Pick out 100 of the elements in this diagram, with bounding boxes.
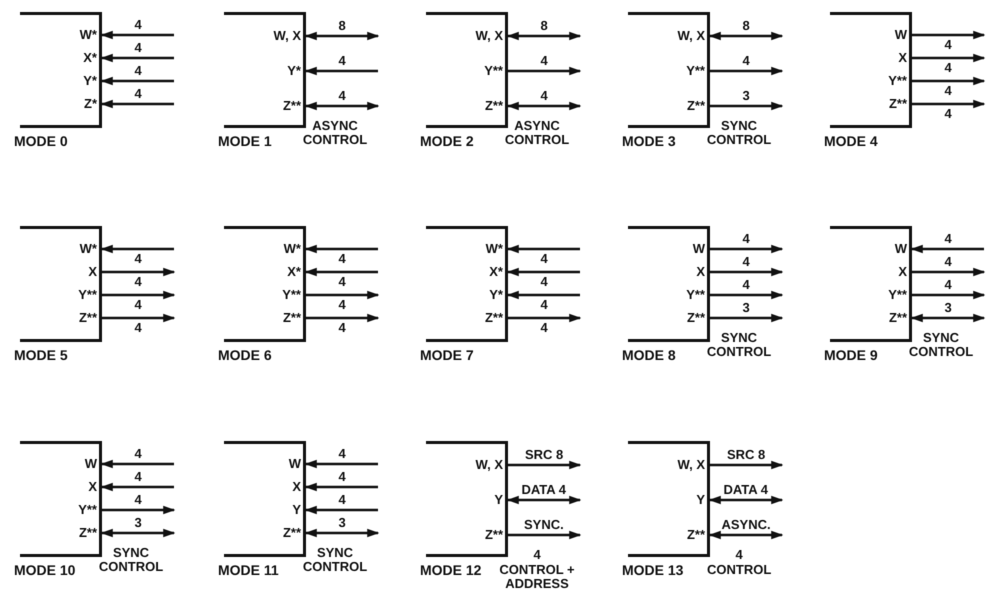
edge-label: 8 <box>540 19 548 33</box>
edge-label: 4 <box>540 275 548 289</box>
arrow <box>100 460 174 468</box>
edge-label: 4 <box>338 89 346 103</box>
port-label: Y <box>696 493 705 507</box>
port-label: X <box>88 480 97 494</box>
arrow <box>100 30 174 40</box>
edge-label: DATA 4 <box>724 483 768 497</box>
mode-label: MODE 0 <box>14 133 68 149</box>
arrow <box>306 314 380 322</box>
note-text: SYNC CONTROL <box>706 119 772 147</box>
edge-label: 4 <box>742 278 750 292</box>
port-label: Z** <box>78 526 97 540</box>
edge-label: 4 <box>134 321 142 335</box>
arrow <box>100 100 174 108</box>
mode-label: MODE 6 <box>218 347 272 363</box>
edge-label: 4 <box>944 61 952 75</box>
double-arrow <box>100 528 176 538</box>
edge-label: 3 <box>742 301 750 315</box>
edge-label: 4 <box>338 298 346 312</box>
note-text: ASYNC CONTROL <box>302 119 368 147</box>
edge-label: 4 <box>338 321 346 335</box>
edge-label: 3 <box>944 301 952 315</box>
edge-label: 4 <box>944 232 952 246</box>
arrow <box>710 244 784 254</box>
port-label: Z** <box>686 528 705 542</box>
port-label: W* <box>486 242 503 256</box>
edge-label: 4 <box>742 54 750 68</box>
arrow <box>304 460 378 468</box>
edge-label: 4 <box>540 252 548 266</box>
double-arrow <box>506 496 582 504</box>
edge-label: 4 <box>742 232 750 246</box>
arrow <box>100 482 174 492</box>
port-label: Y <box>292 503 301 517</box>
arrow <box>100 54 174 62</box>
port-label: Z** <box>484 528 503 542</box>
edge-label: 4 <box>134 64 142 78</box>
mode-label: MODE 5 <box>14 347 68 363</box>
arrow <box>912 54 986 62</box>
port-label: W* <box>284 242 301 256</box>
double-arrow <box>304 32 380 40</box>
edge-label: 4 <box>134 298 142 312</box>
port-label: X* <box>489 265 503 279</box>
edge-label: 4 <box>944 278 952 292</box>
arrow <box>710 460 784 470</box>
edge-label: 4 <box>134 87 142 101</box>
port-label: Y* <box>489 288 503 302</box>
edge-label: 4 <box>944 107 952 121</box>
arrow <box>304 268 378 276</box>
arrow <box>304 506 378 514</box>
edge-label: 3 <box>742 89 750 103</box>
arrow <box>306 290 380 300</box>
port-label: X <box>292 480 301 494</box>
mode-label: MODE 12 <box>420 562 482 578</box>
edge-label: 4 <box>338 275 346 289</box>
port-label: Y <box>494 493 503 507</box>
edge-label: 4 <box>338 447 346 461</box>
edge-label: 8 <box>742 19 750 33</box>
arrow <box>912 30 986 40</box>
port-label: W, X <box>678 458 705 472</box>
double-arrow <box>506 102 582 110</box>
arrow <box>506 290 580 300</box>
note-text: SYNC CONTROL <box>908 331 974 359</box>
note-text: 4 <box>736 548 743 562</box>
double-arrow <box>708 530 784 540</box>
port-label: Y** <box>888 74 907 88</box>
mode-label: MODE 2 <box>420 133 474 149</box>
arrow <box>912 100 986 108</box>
double-arrow <box>708 32 784 40</box>
mode-label: MODE 1 <box>218 133 272 149</box>
arrow <box>304 66 378 76</box>
edge-label: 4 <box>338 252 346 266</box>
arrow <box>912 268 986 276</box>
arrow <box>508 460 582 470</box>
edge-label: 4 <box>944 84 952 98</box>
mode-label: MODE 13 <box>622 562 684 578</box>
edge-label: 4 <box>540 54 548 68</box>
edge-label: 4 <box>134 447 142 461</box>
arrow <box>912 76 986 86</box>
port-label: X <box>696 265 705 279</box>
edge-label: SRC 8 <box>525 448 564 462</box>
port-label: Z** <box>888 311 907 325</box>
note-text: CONTROL + ADDRESS <box>498 563 576 591</box>
port-label: Y** <box>686 288 705 302</box>
port-label: Z** <box>686 311 705 325</box>
arrow <box>102 506 176 514</box>
port-label: W <box>84 457 97 471</box>
port-label: X* <box>83 51 97 65</box>
port-label: Z** <box>282 99 301 113</box>
edge-label: 4 <box>944 255 952 269</box>
port-label: Y* <box>287 64 301 78</box>
note-text: 4 <box>534 548 541 562</box>
port-label: W <box>894 28 907 42</box>
edge-label: 4 <box>944 38 952 52</box>
port-label: W, X <box>476 458 503 472</box>
port-label: X <box>898 265 907 279</box>
edge-label: 4 <box>134 18 142 32</box>
arrow <box>912 290 986 300</box>
edge-label: 4 <box>742 255 750 269</box>
port-label: Z** <box>484 99 503 113</box>
